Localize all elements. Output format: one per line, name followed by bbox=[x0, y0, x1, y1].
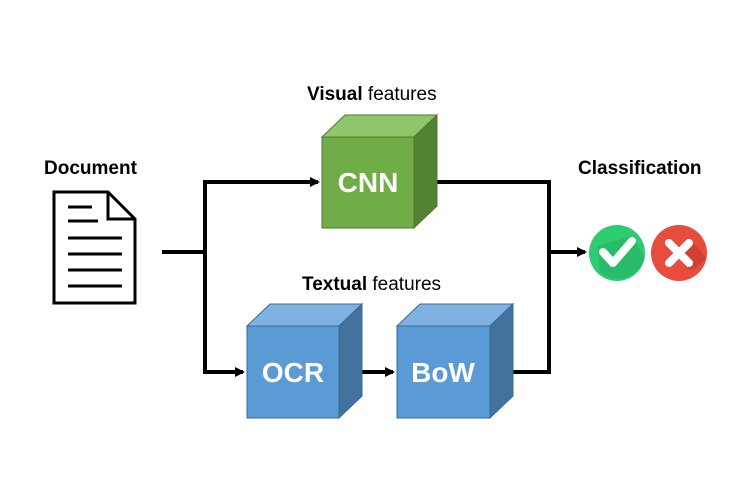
connectors bbox=[162, 177, 587, 377]
cross-icon bbox=[651, 225, 707, 281]
bow-box: BoW bbox=[395, 302, 515, 420]
visual-features-label-rest: features bbox=[362, 84, 437, 105]
ocr-box: OCR bbox=[245, 302, 364, 420]
ocr-box-front bbox=[246, 325, 340, 419]
check-icon bbox=[589, 225, 645, 281]
visual-features-label-bold: Visual bbox=[307, 84, 363, 105]
document-icon bbox=[52, 190, 137, 305]
cnn-box-front bbox=[321, 136, 415, 229]
cnn-box: CNN bbox=[320, 113, 439, 230]
bow-box-front bbox=[396, 325, 491, 419]
cnn-box-label: CNN bbox=[338, 167, 399, 198]
document-label: Document bbox=[44, 158, 137, 179]
bow-box-label: BoW bbox=[411, 357, 475, 388]
textual-features-label-bold: Textual bbox=[302, 274, 368, 295]
textual-features-label-rest: features bbox=[367, 274, 442, 295]
classification-label: Classification bbox=[578, 158, 702, 179]
ocr-box-label: OCR bbox=[262, 357, 324, 388]
textual-features-label: Textual features bbox=[302, 274, 441, 296]
visual-features-label: Visual features bbox=[307, 84, 437, 106]
